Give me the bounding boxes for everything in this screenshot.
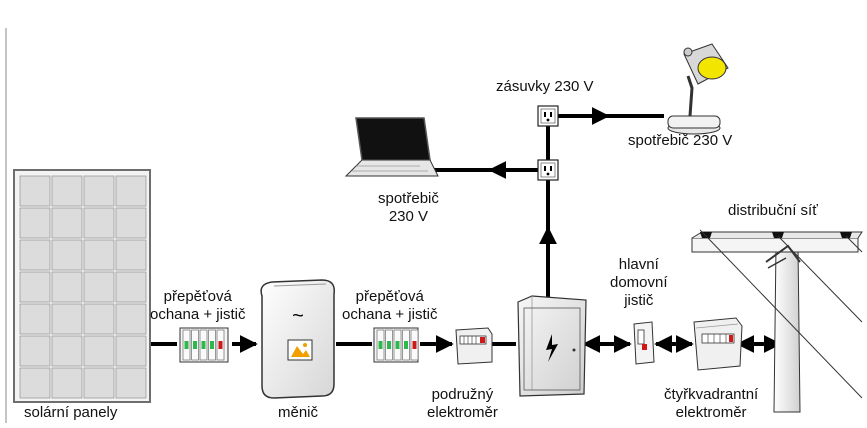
solar-cell bbox=[83, 271, 115, 303]
solar-cell bbox=[83, 335, 115, 367]
label-line: domovní bbox=[610, 274, 668, 291]
solar-cell bbox=[115, 207, 147, 239]
label-line: přepěťová bbox=[163, 288, 232, 305]
label-outlets: zásuvky 230 V bbox=[496, 78, 594, 95]
solar-cell bbox=[19, 303, 51, 335]
utility-pole-icon bbox=[691, 229, 863, 413]
label-line: elektroměr bbox=[675, 404, 747, 421]
solar-cell bbox=[115, 367, 147, 399]
lamp-icon bbox=[667, 43, 729, 135]
solar-cell bbox=[51, 367, 83, 399]
label-line: ochana + jistič bbox=[150, 306, 246, 323]
solar-cell bbox=[83, 303, 115, 335]
breaker-icon bbox=[633, 321, 655, 365]
solar-cell bbox=[51, 207, 83, 239]
solar-cell bbox=[83, 239, 115, 271]
solar-cell bbox=[51, 303, 83, 335]
label-line: elektroměr bbox=[427, 404, 498, 421]
solar-cell bbox=[115, 175, 147, 207]
label-line: 230 V bbox=[388, 208, 429, 225]
solar-cell bbox=[51, 335, 83, 367]
label-surge-protection-1: přepěťová ochana + jistič bbox=[150, 288, 245, 324]
label-four-quadrant-meter: čtyřkvadrantní elektroměr bbox=[664, 386, 758, 422]
solar-cell bbox=[115, 303, 147, 335]
outlet-icon bbox=[537, 105, 559, 127]
solar-panel-icon bbox=[13, 169, 151, 403]
solar-cell bbox=[51, 175, 83, 207]
solar-cell bbox=[19, 335, 51, 367]
label-appliance-laptop: spotřebič 230 V bbox=[378, 190, 439, 226]
label-line: ochana + jistič bbox=[342, 306, 438, 323]
solar-cell bbox=[19, 367, 51, 399]
switchboard-icon bbox=[517, 295, 587, 397]
label-line: hlavní bbox=[618, 256, 659, 273]
solar-cell bbox=[19, 271, 51, 303]
label-line: čtyřkvadrantní bbox=[664, 386, 759, 403]
meter-icon bbox=[693, 317, 743, 371]
solar-cell bbox=[51, 271, 83, 303]
solar-cell bbox=[19, 175, 51, 207]
connection-lines bbox=[150, 107, 782, 353]
inverter-icon: ~ bbox=[260, 279, 335, 399]
solar-cell bbox=[83, 367, 115, 399]
label-inverter: měnič bbox=[278, 404, 319, 421]
label-main-breaker: hlavní domovní jistič bbox=[610, 256, 668, 310]
solar-cell bbox=[115, 271, 147, 303]
label-line: přepěťová bbox=[355, 288, 424, 305]
label-solar-panels: solární panely bbox=[24, 404, 118, 421]
label-surge-protection-2: přepěťová ochana + jistič bbox=[342, 288, 437, 324]
label-line: podružný bbox=[431, 386, 494, 403]
breaker-icon bbox=[373, 327, 419, 363]
outlet-icon bbox=[537, 159, 559, 181]
label-line: spotřebič bbox=[378, 190, 439, 207]
solar-cell bbox=[115, 239, 147, 271]
solar-cell bbox=[19, 207, 51, 239]
svg-text:~: ~ bbox=[292, 305, 304, 327]
meter-icon bbox=[455, 327, 493, 365]
laptop-icon bbox=[344, 117, 439, 177]
label-sub-meter: podružný elektroměr bbox=[427, 386, 498, 422]
breaker-icon bbox=[179, 327, 229, 363]
solar-cell bbox=[51, 239, 83, 271]
label-line: jistič bbox=[624, 292, 654, 309]
label-appliance-lamp: spotřebič 230 V bbox=[628, 132, 733, 149]
solar-cell bbox=[83, 207, 115, 239]
label-distribution-grid: distribuční síť bbox=[728, 202, 818, 219]
solar-cell bbox=[115, 335, 147, 367]
solar-cell bbox=[19, 239, 51, 271]
solar-cell bbox=[83, 175, 115, 207]
